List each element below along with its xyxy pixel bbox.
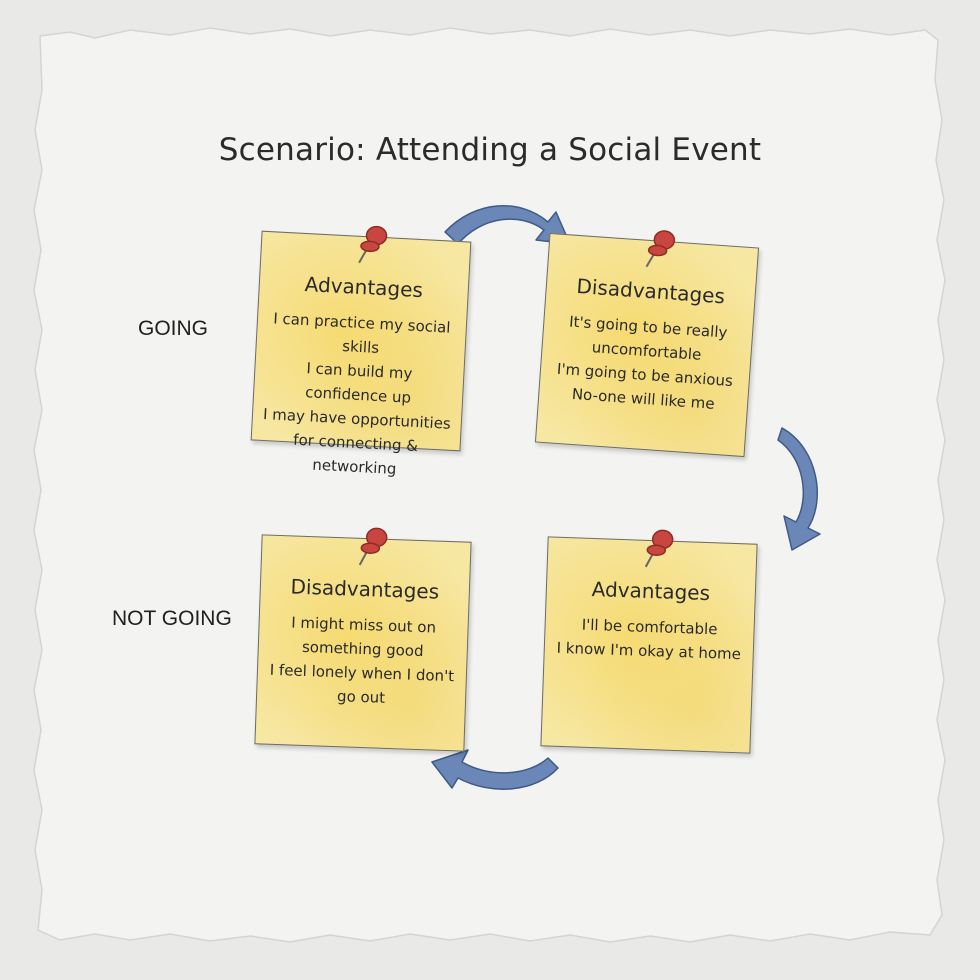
diagram-title: Scenario: Attending a Social Event	[218, 132, 762, 168]
note-heading: Disadvantages	[575, 273, 726, 309]
row-label-not-going: NOT GOING	[112, 607, 232, 630]
row-label-going: GOING	[138, 317, 209, 340]
arrow-right	[777, 427, 821, 551]
pushpin-icon	[645, 230, 676, 268]
note-line: I may have opportunities for connecting …	[262, 404, 452, 479]
note-going-advantages: Advantages I can practice my social skil…	[250, 225, 472, 478]
pushpin-icon	[358, 225, 388, 264]
arrow-bottom	[431, 749, 559, 790]
pushpin-icon	[358, 527, 388, 566]
note-going-disadvantages: Disadvantages It's going to be really un…	[534, 230, 760, 458]
note-line: I feel lonely when I don't go out	[269, 660, 455, 707]
note-not-going-disadvantages: Disadvantages I might miss out on someth…	[254, 527, 472, 752]
note-line: I might miss out on something good	[290, 613, 437, 661]
note-heading: Advantages	[304, 271, 424, 303]
note-not-going-advantages: Advantages I'll be comfortable I know I'…	[540, 529, 758, 754]
note-heading: Disadvantages	[290, 574, 440, 604]
pushpin-icon	[644, 529, 674, 568]
note-heading: Advantages	[591, 576, 711, 606]
